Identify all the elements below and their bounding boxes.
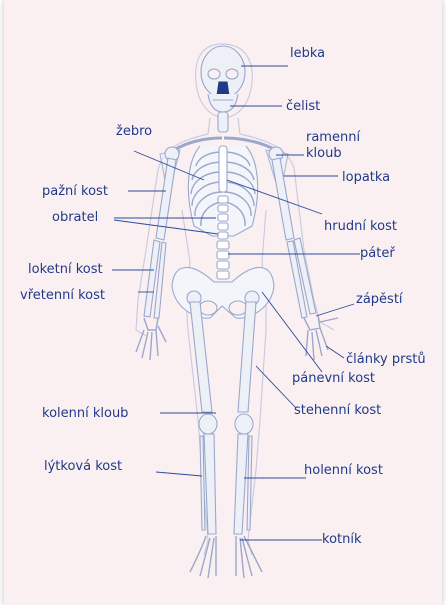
patella-left xyxy=(199,414,217,434)
jaw xyxy=(208,94,238,112)
tibia-right xyxy=(234,434,248,534)
foot-left xyxy=(190,536,216,578)
leader-lytkova-kost xyxy=(156,472,202,476)
label-zapesti: zápěstí xyxy=(356,292,403,307)
label-hrudni-kost: hrudní kost xyxy=(324,219,397,234)
label-loketni-kost: loketní kost xyxy=(28,262,103,277)
label-celist: čelist xyxy=(286,99,320,114)
hand-left xyxy=(136,318,166,360)
patella-right xyxy=(235,414,253,434)
label-panevni-kost: pánevní kost xyxy=(292,371,375,386)
spine xyxy=(217,196,229,279)
nasal-cavity xyxy=(217,82,229,96)
label-pater: páteř xyxy=(360,246,395,261)
label-lytkova-kost: lýtková kost xyxy=(44,459,122,474)
label-kolenni-kloub: kolenní kloub xyxy=(42,406,128,421)
sternum xyxy=(219,146,227,192)
label-stehenni-kost: stehenní kost xyxy=(294,403,381,418)
label-clanky-prstu: články prstů xyxy=(346,352,426,367)
label-holenni-kost: holenní kost xyxy=(304,463,383,478)
eye-socket-right xyxy=(226,69,238,79)
label-kotnik: kotník xyxy=(322,532,362,547)
skeleton-poster: lebka čelist žebro ramenní kloub lopatka… xyxy=(4,0,442,605)
eye-socket-left xyxy=(208,69,220,79)
label-ramenni-kloub-line2: kloub xyxy=(306,146,342,161)
label-obratel: obratel xyxy=(52,210,98,225)
label-pazni-kost: pažní kost xyxy=(42,184,108,199)
label-lebka: lebka xyxy=(290,46,325,61)
label-zebro: žebro xyxy=(116,124,152,139)
label-ramenni-kloub-line1: ramenní xyxy=(306,130,360,145)
label-vretenni-kost: vřetenní kost xyxy=(20,288,105,303)
bones xyxy=(136,46,338,578)
leader-clanky-prstu xyxy=(326,346,344,358)
label-lopatka: lopatka xyxy=(342,170,390,185)
leader-zapesti xyxy=(316,304,354,316)
